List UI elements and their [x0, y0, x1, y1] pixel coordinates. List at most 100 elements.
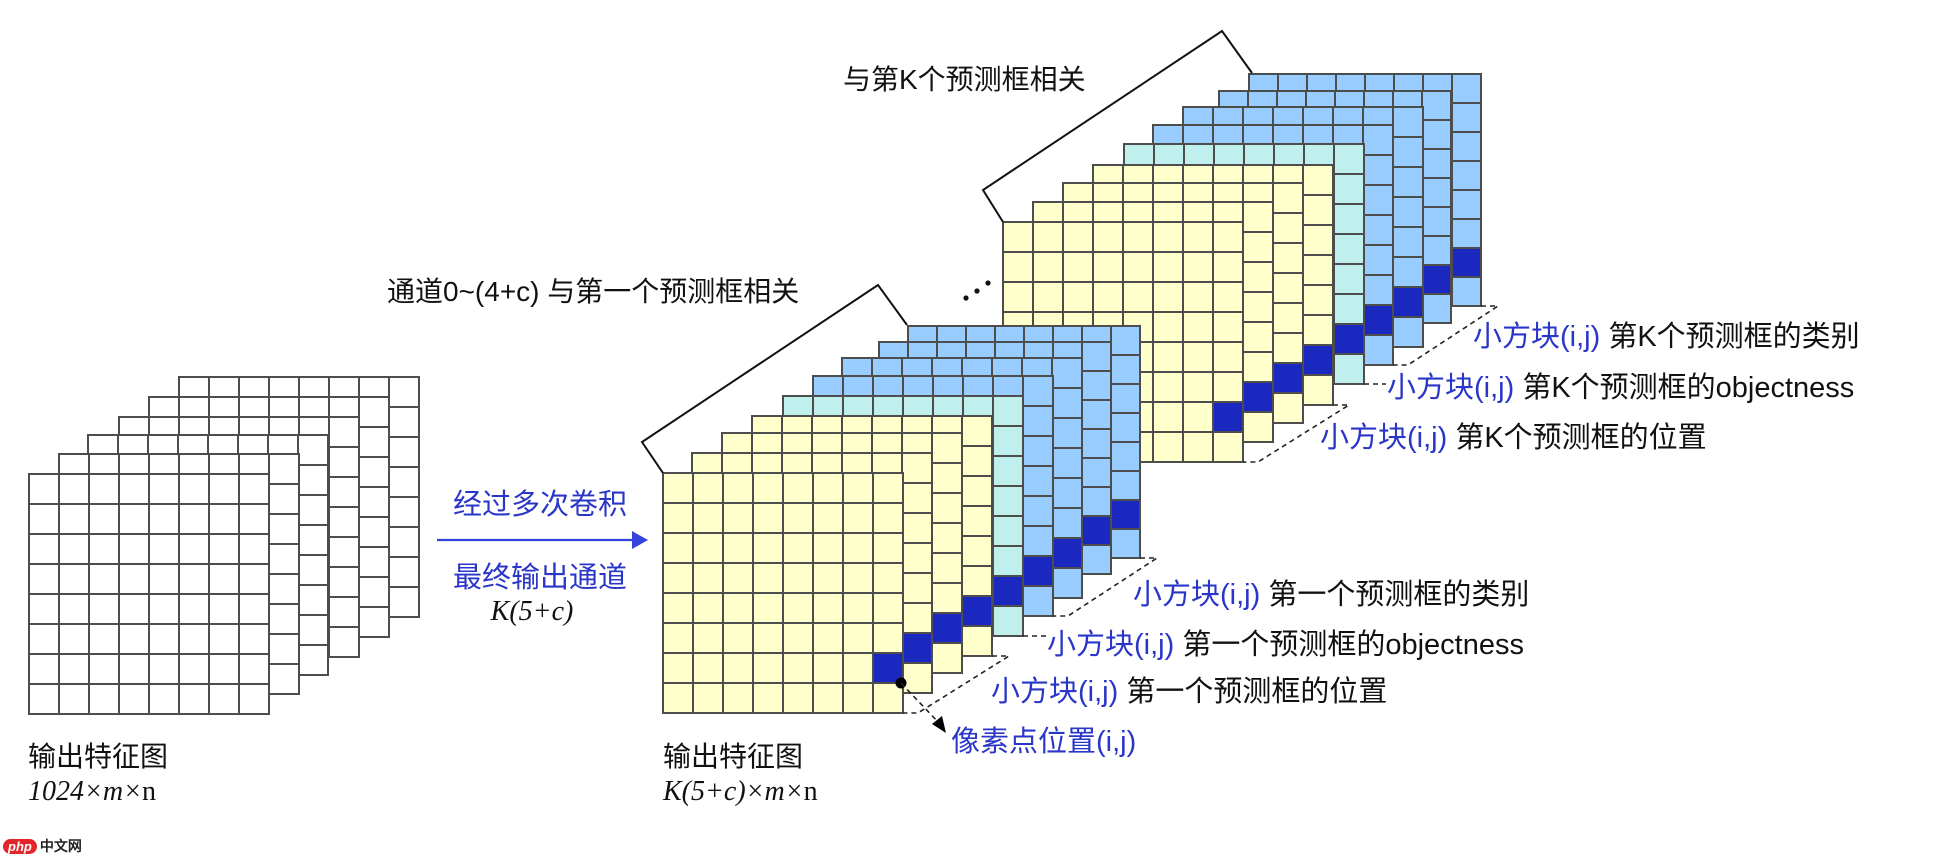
grid-cell — [58, 533, 90, 565]
grid-cell — [782, 622, 814, 654]
grid-cell — [722, 562, 754, 594]
grid-cell — [238, 593, 270, 625]
grid-cell — [931, 522, 963, 554]
grid-cell — [1051, 477, 1083, 509]
grid-cell — [358, 576, 390, 608]
grid-cell — [58, 593, 90, 625]
grid-cell — [238, 533, 270, 565]
grid-cell — [1212, 221, 1244, 253]
channel-layer-plain — [28, 473, 270, 715]
grid-cell — [1062, 221, 1094, 253]
grid-cell — [1122, 221, 1154, 253]
grid-cell — [88, 473, 120, 505]
grid-cell — [1182, 431, 1214, 463]
grid-cell — [961, 625, 993, 657]
grid-cell — [872, 502, 904, 534]
grid-cell — [268, 603, 300, 635]
grid-cell — [208, 653, 240, 685]
transform-channels: K(5+c) — [482, 595, 582, 629]
grid-cell — [1302, 164, 1334, 196]
grid-cell — [208, 473, 240, 505]
grid-cell — [1421, 148, 1452, 179]
bracket-anchor-1 — [640, 283, 908, 474]
grid-cell — [297, 644, 329, 676]
grid-cell — [1051, 567, 1083, 599]
grid-cell — [1421, 235, 1452, 266]
input-map-dims: 1024×m×n — [28, 775, 156, 809]
grid-cell — [1362, 274, 1394, 306]
grid-cell — [297, 554, 329, 586]
grid-cell — [178, 593, 210, 625]
grid-cell — [1272, 392, 1304, 424]
grid-cell — [178, 533, 210, 565]
grid-cell — [1302, 284, 1334, 316]
grid-cell — [1022, 525, 1054, 557]
grid-cell — [992, 395, 1024, 427]
cell-ref: 小方块(i,j) — [1473, 321, 1601, 353]
grid-cell — [1333, 233, 1365, 265]
grid-cell — [1182, 401, 1214, 433]
grid-cell — [992, 425, 1024, 457]
grid-cell — [752, 502, 784, 534]
grid-cell — [1362, 154, 1394, 186]
grid-cell — [722, 682, 754, 714]
grid-cell — [1451, 102, 1482, 133]
grid-cell — [1110, 354, 1141, 385]
grid-cell — [1451, 131, 1482, 162]
grid-cell — [88, 593, 120, 625]
grid-cell — [297, 524, 329, 556]
grid-cell — [1212, 281, 1244, 313]
group-guides-anchor-1 — [903, 557, 1160, 714]
grid-cell — [1362, 184, 1394, 216]
grid-cell — [1152, 311, 1184, 343]
grid-cell — [872, 472, 904, 504]
grid-cell — [752, 682, 784, 714]
annotation-text: 第K个预测框的objectness — [1514, 372, 1855, 404]
grid-cell — [662, 562, 694, 594]
grid-cell — [1051, 447, 1083, 479]
grid-cell — [901, 452, 933, 484]
grid-cell — [1302, 194, 1334, 226]
grid-cell — [28, 473, 60, 505]
highlighted-cell — [1051, 537, 1083, 569]
annotation-text: 第一个预测框的objectness — [1174, 629, 1524, 661]
grid-cell — [1110, 412, 1141, 443]
grid-cell — [88, 563, 120, 595]
grid-cell — [1022, 375, 1054, 407]
grid-cell — [812, 592, 844, 624]
annotation-anchor-k-location: 小方块(i,j) 第K个预测框的位置 — [1320, 421, 1707, 455]
grid-cell — [118, 473, 150, 505]
grid-cell — [1242, 351, 1274, 383]
grid-cell — [812, 652, 844, 684]
grid-cell — [782, 532, 814, 564]
grid-cell — [148, 683, 180, 715]
grid-cell — [1152, 251, 1184, 283]
grid-cell — [118, 683, 150, 715]
grid-cell — [722, 652, 754, 684]
grid-cell — [842, 652, 874, 684]
grid-cell — [88, 533, 120, 565]
grid-cell — [662, 652, 694, 684]
grid-cell — [872, 592, 904, 624]
grid-cell — [1392, 226, 1424, 258]
grid-cell — [961, 565, 993, 597]
annotation-anchor-1-class: 小方块(i,j) 第一个预测框的类别 — [1133, 578, 1529, 612]
grid-cell — [1110, 383, 1141, 414]
grid-cell — [388, 556, 420, 588]
grid-cell — [328, 536, 360, 568]
grid-cell — [238, 653, 270, 685]
grid-cell — [1182, 251, 1214, 283]
grid-cell — [692, 502, 724, 534]
grid-cell — [358, 396, 390, 428]
grid-cell — [1110, 528, 1141, 559]
grid-cell — [1212, 341, 1244, 373]
grid-cell — [28, 653, 60, 685]
grid-cell — [28, 623, 60, 655]
grid-cell — [297, 434, 329, 466]
grid-cell — [782, 682, 814, 714]
grid-cell — [1421, 206, 1452, 237]
grid-cell — [782, 472, 814, 504]
highlighted-cell — [872, 652, 904, 684]
grid-cell — [1333, 143, 1365, 175]
grid-cell — [1152, 281, 1184, 313]
